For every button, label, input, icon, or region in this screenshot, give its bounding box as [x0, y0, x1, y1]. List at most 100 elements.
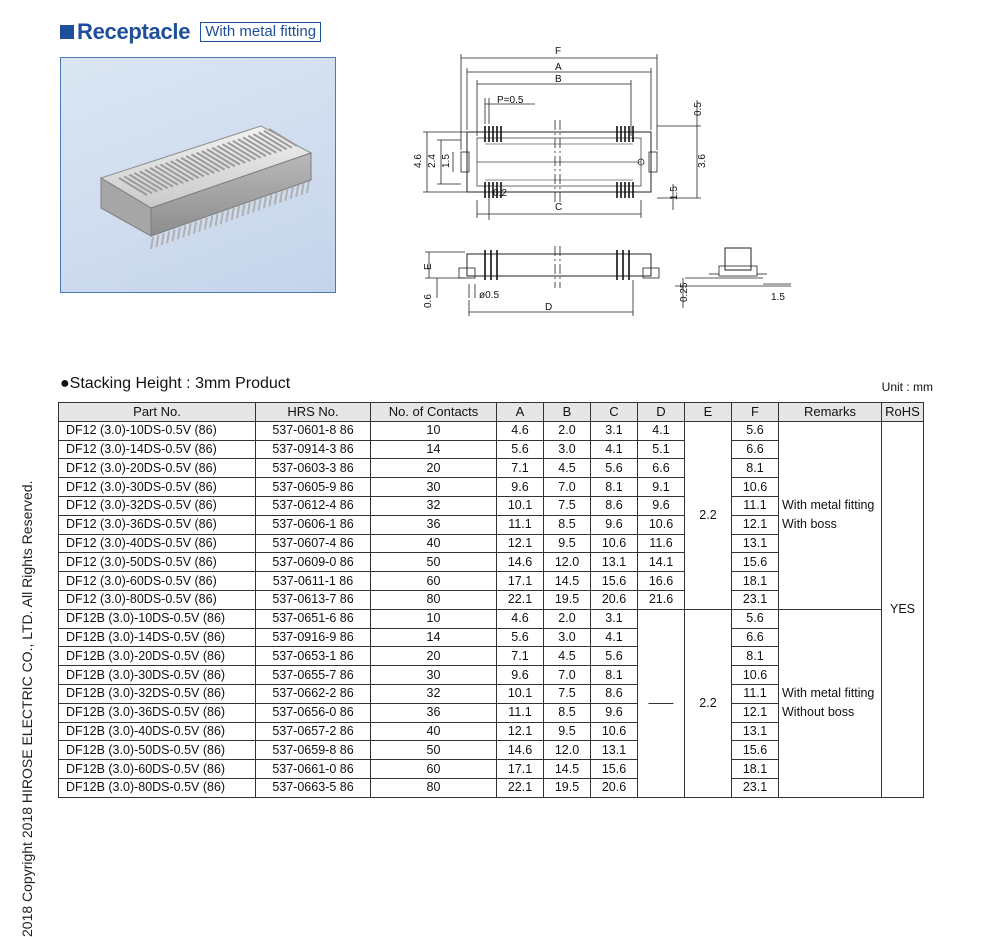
part-no-cell: DF12B (3.0)-32DS-0.5V (86)	[58, 683, 256, 704]
b-cell: 8.5	[543, 514, 591, 535]
f-cell: 12.1	[731, 514, 779, 535]
col-c: C	[590, 402, 638, 422]
remark-line: With boss	[782, 517, 837, 532]
contact-leg	[230, 207, 235, 221]
contact-slot	[242, 136, 272, 156]
contacts-cell: 50	[370, 740, 497, 761]
c-cell: 15.6	[590, 571, 638, 591]
contact-leg	[150, 236, 154, 250]
d-cell: 5.1	[637, 439, 685, 460]
contact-slot	[128, 173, 158, 193]
a-cell: 12.1	[496, 533, 544, 554]
d-cell: 10.6	[637, 514, 685, 535]
contact-leg	[209, 215, 214, 228]
a-cell: 9.6	[496, 665, 544, 685]
hrs-no-cell: 537-0661-0 86	[255, 759, 371, 779]
contact-slot	[159, 163, 189, 183]
a-cell: 14.6	[496, 740, 544, 761]
contact-slot	[165, 161, 195, 181]
contact-slot	[133, 172, 164, 191]
f-cell: 10.6	[731, 665, 779, 685]
contact-slot	[196, 151, 226, 171]
contact-slot	[232, 139, 262, 159]
remark-line: Without boss	[782, 705, 855, 720]
hrs-no-cell: 537-0657-2 86	[255, 721, 371, 742]
a-cell: 10.1	[496, 495, 544, 516]
f-cell: 11.1	[731, 495, 779, 516]
c-cell: 8.1	[590, 665, 638, 685]
b-cell: 4.5	[543, 646, 591, 667]
hrs-no-cell: 537-0662-2 86	[255, 683, 371, 704]
col-b: B	[543, 402, 591, 422]
d-cell: 9.1	[637, 477, 685, 497]
contact-leg	[155, 234, 160, 248]
contact-leg	[279, 190, 284, 203]
c-cell: 9.6	[590, 702, 638, 723]
receptacle-photo-icon	[99, 125, 313, 250]
c-cell: 5.6	[590, 646, 638, 667]
dim-label-F: F	[555, 46, 561, 57]
part-no-cell: DF12B (3.0)-50DS-0.5V (86)	[58, 740, 256, 761]
f-cell: 5.6	[731, 608, 779, 629]
d-cell: 16.6	[637, 571, 685, 591]
b-cell: 12.0	[543, 552, 591, 573]
f-cell: 23.1	[731, 589, 779, 610]
c-cell: 20.6	[590, 589, 638, 610]
contact-leg	[160, 232, 165, 246]
remark-line: With metal fitting	[782, 498, 875, 513]
dim-label-3-6: 3.6	[697, 154, 708, 168]
contact-leg	[214, 213, 219, 226]
contact-slot	[185, 155, 215, 174]
contact-leg	[176, 227, 181, 240]
contact-slot	[258, 131, 288, 151]
contact-slot	[211, 146, 241, 166]
contacts-cell: 36	[370, 702, 497, 723]
part-no-cell: DF12 (3.0)-32DS-0.5V (86)	[58, 495, 256, 516]
hrs-no-cell: 537-0609-0 86	[255, 552, 371, 573]
contact-leg	[187, 223, 192, 236]
contacts-cell: 80	[370, 777, 497, 798]
a-cell: 4.6	[496, 608, 544, 629]
a-cell: 5.6	[496, 627, 544, 648]
contact-leg	[289, 186, 294, 199]
f-cell: 13.1	[731, 721, 779, 742]
hrs-no-cell: 537-0914-3 86	[255, 439, 371, 460]
part-no-cell: DF12 (3.0)-60DS-0.5V (86)	[58, 571, 256, 591]
dim-label-4-6: 4.6	[413, 154, 424, 168]
contact-leg	[236, 205, 241, 219]
b-cell: 9.5	[543, 533, 591, 554]
contacts-cell: 10	[370, 420, 497, 441]
f-cell: 5.6	[731, 420, 779, 441]
e-cell-group1: 2.2	[684, 420, 732, 610]
contact-leg	[219, 211, 224, 225]
c-cell: 8.1	[590, 477, 638, 497]
b-cell: 7.0	[543, 477, 591, 497]
dim-label-D: D	[545, 302, 552, 313]
contact-leg	[284, 188, 289, 201]
contact-leg	[182, 225, 187, 238]
c-cell: 5.6	[590, 458, 638, 479]
b-cell: 3.0	[543, 627, 591, 648]
f-cell: 11.1	[731, 683, 779, 704]
contact-leg	[268, 194, 273, 207]
contact-leg	[300, 182, 305, 196]
f-cell: 10.6	[731, 477, 779, 497]
a-cell: 17.1	[496, 571, 544, 591]
col-rohs: RoHS	[881, 402, 924, 422]
b-cell: 19.5	[543, 777, 591, 798]
contact-slot	[263, 129, 293, 149]
dim-label-2-4: 2.4	[427, 154, 438, 168]
hrs-no-cell: 537-0916-9 86	[255, 627, 371, 648]
b-cell: 7.0	[543, 665, 591, 685]
b-cell: 2.0	[543, 608, 591, 629]
contacts-cell: 80	[370, 589, 497, 610]
part-no-cell: DF12B (3.0)-20DS-0.5V (86)	[58, 646, 256, 667]
contacts-cell: 10	[370, 608, 497, 629]
part-no-cell: DF12B (3.0)-36DS-0.5V (86)	[58, 702, 256, 723]
